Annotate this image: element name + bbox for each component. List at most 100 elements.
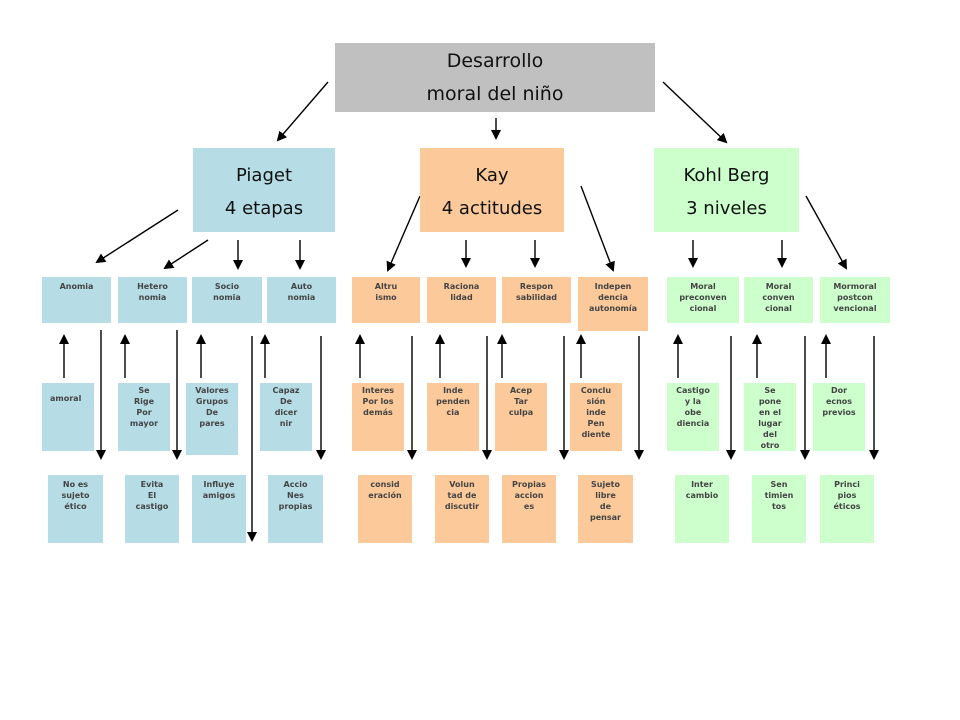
node-text-line: nomia xyxy=(213,293,241,302)
node-text: consid eración xyxy=(358,479,412,501)
node-text-line: castigo xyxy=(135,502,169,511)
node-text-line: pensar xyxy=(590,513,621,522)
node-text-line: ético xyxy=(64,502,87,511)
node-text-line: Inde xyxy=(443,386,463,395)
node-text-line: es xyxy=(523,502,535,511)
node-text-line: postcon xyxy=(837,293,873,302)
node-text-line: inde xyxy=(586,408,606,417)
node-text-line: Kohl Berg xyxy=(683,165,770,186)
node-text-line: El xyxy=(147,491,157,500)
node-text-line: consid xyxy=(370,480,400,489)
node-text-line: Se xyxy=(138,386,150,395)
node-text-line: vencional xyxy=(833,304,877,313)
node-text-line: eración xyxy=(368,491,402,500)
node-text: Dor ecnos previos xyxy=(813,385,865,418)
node-text-line: nomia xyxy=(287,293,316,302)
node-text-line: de xyxy=(599,502,612,511)
node-text-line: Valores xyxy=(195,386,229,395)
node-text-line: nomia xyxy=(138,293,167,302)
node-text-line: Evita xyxy=(140,480,164,489)
arrow xyxy=(163,239,209,270)
node-text-line: moral del niño xyxy=(426,83,564,105)
node-text-line: Propias xyxy=(512,480,546,489)
node-text-line: cional xyxy=(689,304,717,313)
node-text-line: Conclu xyxy=(580,386,612,395)
node-text-line: Dor xyxy=(830,386,848,395)
description-node: amoral xyxy=(42,383,94,451)
node-text-line: ecnos xyxy=(825,397,853,406)
node-text-line: dicer xyxy=(274,408,298,417)
node-text-line: demás xyxy=(363,408,393,417)
node-text-line: Sujeto xyxy=(591,480,620,489)
arrow xyxy=(386,195,421,272)
node-text-line: Inter xyxy=(691,480,713,489)
node-text-line: nir xyxy=(279,419,293,428)
node-text-line: lugar xyxy=(758,419,782,428)
branch-kay: Kay 4 actitudes xyxy=(420,148,564,232)
node-text-line: discutir xyxy=(444,502,480,511)
attitude-node: Respon sabilidad xyxy=(502,277,571,323)
node-text-line: 4 actitudes xyxy=(441,198,543,219)
node-text-line: culpa xyxy=(508,408,534,417)
node-text-line: Kay xyxy=(475,165,509,186)
node-text-line: y la xyxy=(684,397,702,406)
node-text: Anomia xyxy=(42,281,111,292)
node-text: Hetero nomia xyxy=(118,281,187,303)
outcome-node: consid eración xyxy=(358,475,412,543)
arrow xyxy=(95,209,179,264)
node-text-line: pares xyxy=(199,419,225,428)
node-text-line: diencia xyxy=(676,419,710,428)
node-text-line: Pen xyxy=(587,419,605,428)
node-text-line: éticos xyxy=(833,502,861,511)
node-text-line: timien xyxy=(764,491,794,500)
node-text-line: Anomia xyxy=(59,282,94,291)
node-text-line: obe xyxy=(684,408,702,417)
node-text-line: Respon xyxy=(519,282,554,291)
node-text-line: Moral xyxy=(765,282,792,291)
node-text-line: sabilidad xyxy=(516,293,557,302)
node-text-line: Hetero xyxy=(137,282,168,291)
node-text-line: 3 niveles xyxy=(686,198,767,219)
node-text-line: preconven xyxy=(679,293,727,302)
node-text-line: Piaget xyxy=(235,165,293,186)
node-text-line: Tar xyxy=(514,397,528,406)
arrow xyxy=(580,185,615,272)
node-text-line: Acep xyxy=(509,386,533,395)
node-text-line: Por xyxy=(136,408,152,417)
arrow xyxy=(805,195,847,270)
node-text-line: propias xyxy=(278,502,313,511)
node-text-line: previos xyxy=(822,408,856,417)
node-text-line: sujeto xyxy=(61,491,90,500)
node-text-line: Altru xyxy=(374,282,398,291)
